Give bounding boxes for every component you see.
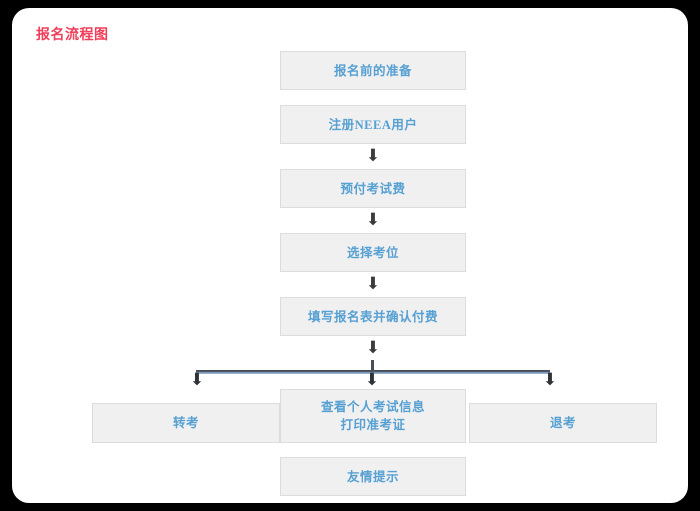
flow-node-prepare-label: 报名前的准备	[333, 63, 412, 78]
flow-node-seat-label: 选择考位	[346, 245, 399, 260]
flow-node-transfer-label: 转考	[172, 416, 199, 430]
flow-node-tips-label: 友情提示	[346, 469, 399, 484]
flow-node-form-label: 填写报名表并确认付费	[307, 309, 438, 324]
branch-arrow-right-icon: ⬇	[542, 370, 558, 390]
flow-node-refund[interactable]: 退考	[469, 403, 657, 443]
arrow-down-icon: ⬇	[365, 210, 381, 230]
branch-connector: ⬇ ⬇ ⬇	[182, 360, 562, 396]
flow-node-view-info[interactable]: 查看个人考试信息 打印准考证	[280, 389, 466, 443]
branch-connector-bar	[196, 370, 550, 374]
flow-node-prepare[interactable]: 报名前的准备	[280, 51, 466, 90]
flow-node-prepay-label: 预付考试费	[340, 181, 406, 196]
arrow-down-icon: ⬇	[365, 274, 381, 294]
flow-node-transfer[interactable]: 转考	[92, 403, 280, 443]
page-title: 报名流程图	[36, 28, 109, 43]
branch-arrow-center-icon: ⬇	[364, 370, 380, 390]
flow-node-register-label: 注册NEEA用户	[328, 117, 418, 132]
branch-arrow-left-icon: ⬇	[189, 370, 205, 390]
flow-node-view-info-label: 查看个人考试信息 打印准考证	[320, 400, 425, 432]
arrow-down-icon: ⬇	[365, 338, 381, 358]
branch-connector-stub	[371, 360, 374, 372]
flow-node-tips[interactable]: 友情提示	[280, 457, 466, 496]
flowchart-card: 报名流程图 报名前的准备 注册NEEA用户 ⬇ 预付考试费 ⬇ 选择考位 ⬇ 填…	[12, 8, 688, 503]
flow-node-seat[interactable]: 选择考位	[280, 233, 466, 272]
flow-node-prepay[interactable]: 预付考试费	[280, 169, 466, 208]
flow-node-register[interactable]: 注册NEEA用户	[280, 105, 466, 144]
flow-node-form[interactable]: 填写报名表并确认付费	[280, 297, 466, 336]
arrow-down-icon: ⬇	[365, 146, 381, 166]
flow-node-refund-label: 退考	[549, 416, 576, 430]
